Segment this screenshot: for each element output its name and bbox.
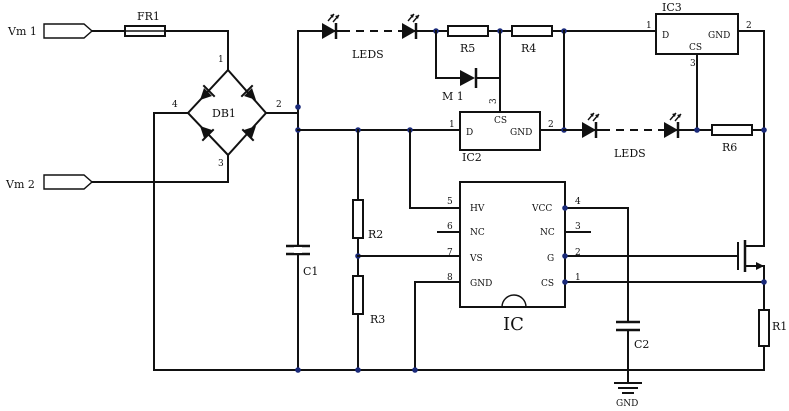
- ic-label: IC: [503, 314, 524, 335]
- fuse-fr1: FR1: [124, 10, 229, 37]
- r2-label: R2: [368, 228, 383, 241]
- positive-rail: [295, 30, 461, 371]
- ic-nc-right: NC: [540, 228, 555, 238]
- ic-pin7: 7: [447, 248, 453, 258]
- resistor-r6: R6: [711, 124, 767, 154]
- ic2-pin1: 1: [449, 120, 455, 130]
- r1-label: R1: [772, 320, 787, 333]
- c2-label: C2: [634, 338, 649, 351]
- ic2: D CS GND IC2 1 2: [449, 30, 567, 164]
- vm2-label: Vm 2: [5, 178, 35, 191]
- ic-nc-left: NC: [470, 228, 485, 238]
- r6-label: R6: [722, 141, 737, 154]
- capacitor-c1: C1: [286, 244, 318, 278]
- ic2-d: D: [466, 128, 473, 138]
- c1-label: C1: [303, 265, 318, 278]
- ground-bus: [153, 367, 765, 373]
- ic2-pin3: 3: [489, 98, 499, 104]
- db1-pin3: 3: [218, 159, 224, 169]
- resistor-r1: R1: [758, 309, 787, 371]
- r4-label: R4: [521, 42, 536, 55]
- capacitor-c2: C2: [616, 320, 649, 383]
- m1-label: M 1: [442, 90, 464, 103]
- ic3-pin3: 3: [690, 59, 696, 69]
- ic2-gnd: GND: [510, 128, 532, 138]
- mosfet: [737, 240, 767, 311]
- ic-pin5: 5: [447, 197, 453, 207]
- resistor-r2: R2: [352, 129, 383, 277]
- resistor-r5: R5: [447, 25, 513, 55]
- main-ic: IC HV NC VS GND VCC NC G CS 5 6 7 8 4 3 …: [357, 129, 765, 371]
- led-string-top: LEDS: [316, 12, 449, 61]
- db1-pin4: 4: [172, 100, 178, 110]
- vm1-label: Vm 1: [7, 25, 37, 38]
- ic2-cs: CS: [494, 116, 507, 126]
- ground-symbol: GND: [614, 382, 642, 409]
- db1-pin1: 1: [218, 55, 224, 65]
- ic-g: G: [547, 254, 554, 264]
- ic-vs: VS: [469, 254, 483, 264]
- fr1-label: FR1: [137, 10, 160, 23]
- ic2-pin2: 2: [548, 120, 554, 130]
- input-vm2: Vm 2: [5, 174, 229, 191]
- ic2-label: IC2: [462, 151, 482, 164]
- ic-pin4: 4: [575, 197, 581, 207]
- led-string-middle: LEDS: [563, 111, 713, 160]
- ic-vcc: VCC: [531, 204, 552, 214]
- resistor-r4: R4: [511, 25, 657, 55]
- diode-m1: M 1 3: [435, 30, 501, 113]
- ic-pin6: 6: [447, 222, 453, 232]
- ic-cs: CS: [541, 279, 554, 289]
- input-vm1: Vm 1: [7, 23, 126, 39]
- r5-label: R5: [460, 42, 475, 55]
- db1-pin2: 2: [276, 100, 282, 110]
- resistor-r3: R3: [352, 275, 385, 371]
- ic3-label: IC3: [662, 1, 682, 14]
- gnd-label: GND: [616, 399, 638, 409]
- ic-pin1: 1: [575, 273, 581, 283]
- ic3-pin2: 2: [746, 21, 752, 31]
- ic3-gnd: GND: [708, 31, 730, 41]
- ic3-pin1: 1: [646, 21, 652, 31]
- ic-pin2: 2: [575, 248, 581, 258]
- db1-label: DB1: [212, 107, 236, 120]
- leds-top-label: LEDS: [352, 48, 384, 61]
- leds-mid-label: LEDS: [614, 147, 646, 160]
- ic-gnd: GND: [470, 279, 492, 289]
- ic-pin3: 3: [575, 222, 581, 232]
- ic-hv: HV: [470, 204, 485, 214]
- bridge-rectifier-db1: DB1 1 2 3 4: [153, 30, 299, 371]
- ic3-d: D: [662, 31, 669, 41]
- r3-label: R3: [370, 313, 385, 326]
- ic3-cs: CS: [689, 43, 702, 53]
- ic3: D GND CS IC3 1 2 3: [646, 1, 765, 247]
- ic-pin8: 8: [447, 273, 453, 283]
